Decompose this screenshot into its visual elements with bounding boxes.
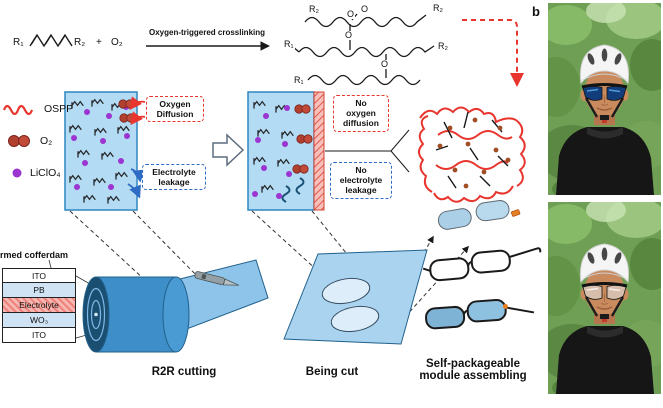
- oxygen-in-arrow: [129, 96, 146, 111]
- photo-tinted-glasses: [548, 3, 661, 195]
- hinge-piece: [510, 209, 521, 217]
- roll-illustration: [82, 259, 269, 353]
- leak-out-arrow: [130, 168, 146, 183]
- liclo4-icon: [12, 168, 22, 178]
- layer-electrolyte: Electrolyte: [2, 298, 76, 313]
- product-label: R₂: [437, 41, 449, 51]
- cut-sheet: [283, 249, 428, 345]
- product-label: R₂: [432, 3, 444, 13]
- layer-pb: PB: [2, 283, 76, 298]
- plus-sign: +: [96, 37, 102, 48]
- lens-piece: [437, 208, 472, 230]
- anchored-polymer-curl: [295, 177, 305, 195]
- caption-r2r-cutting: R2R cutting: [151, 366, 217, 378]
- crosslinked-skin: [313, 91, 325, 211]
- device-stack: ITO PB Electrolyte WO₃ ITO: [2, 268, 76, 343]
- oxygen-label: O₂: [111, 37, 123, 48]
- transform-arrow: [212, 133, 245, 167]
- callout-no-electrolyte-leakage: No electrolyte leakage: [330, 162, 392, 199]
- glasses-assembly: [422, 200, 542, 330]
- glasses-assembled: [425, 299, 535, 330]
- crosslink-callout-arrow: [462, 19, 524, 87]
- product-label: O: [346, 9, 356, 19]
- legend-item-ospp: OSPP: [2, 102, 73, 116]
- legend-label: LiClO₄: [30, 167, 61, 179]
- product-label: R₁: [283, 39, 295, 49]
- layer-wo3: WO₃: [2, 313, 76, 328]
- crosslink-bonds: [435, 111, 509, 189]
- reaction-arrow-label: Oxygen-triggered crosslinking: [148, 28, 266, 37]
- electrolyte-block-sealed: [247, 91, 325, 211]
- callout-electrolyte-leakage: Electrolyte leakage: [142, 164, 206, 191]
- caption-module-assembling: Self-packageable module assembling: [419, 358, 527, 382]
- legend-item-o2: O₂: [6, 134, 52, 148]
- glasses-frame: [422, 247, 542, 282]
- cofferdam-label: rmed cofferdam: [0, 250, 69, 260]
- reactant-chain: [29, 33, 73, 48]
- panel-b-label: b: [532, 4, 540, 19]
- product-label: O: [344, 30, 354, 40]
- o2-icon: [8, 135, 30, 147]
- product-label: R₂: [308, 4, 320, 14]
- bound-oxygen-dots: [437, 117, 511, 189]
- oxygen-in-arrow: [130, 111, 146, 126]
- electrolyte-block-unsealed: [64, 91, 146, 211]
- reactant-r2-label: R₂: [74, 37, 86, 48]
- callout-no-oxygen-diffusion: No oxygen diffusion: [333, 95, 389, 132]
- product-label: O: [360, 4, 370, 14]
- lens-piece: [475, 200, 510, 222]
- product-label: O: [380, 59, 390, 69]
- layer-ito-bottom: ITO: [2, 328, 76, 343]
- crosslinked-network: [418, 106, 526, 203]
- layer-ito-top: ITO: [2, 268, 76, 283]
- ospp-icon: [2, 104, 34, 116]
- scalpel: [194, 271, 239, 286]
- skin-zoom-callout: [325, 129, 410, 173]
- product-label: R₁: [293, 75, 305, 85]
- callout-oxygen-diffusion: Oxygen Diffusion: [146, 96, 204, 123]
- legend-label: OSPP: [44, 103, 74, 115]
- caption-being-cut: Being cut: [305, 366, 359, 378]
- photo-clear-glasses: [548, 202, 661, 394]
- reactant-r1-label: R₁: [13, 37, 24, 48]
- legend-label: O₂: [40, 135, 53, 147]
- liclo4-dots: [252, 105, 292, 199]
- anchored-polymer-curl: [281, 185, 291, 203]
- leak-out-arrow: [127, 183, 141, 199]
- product-structure: [290, 9, 435, 86]
- legend-item-liclo4: LiClO₄: [10, 166, 61, 180]
